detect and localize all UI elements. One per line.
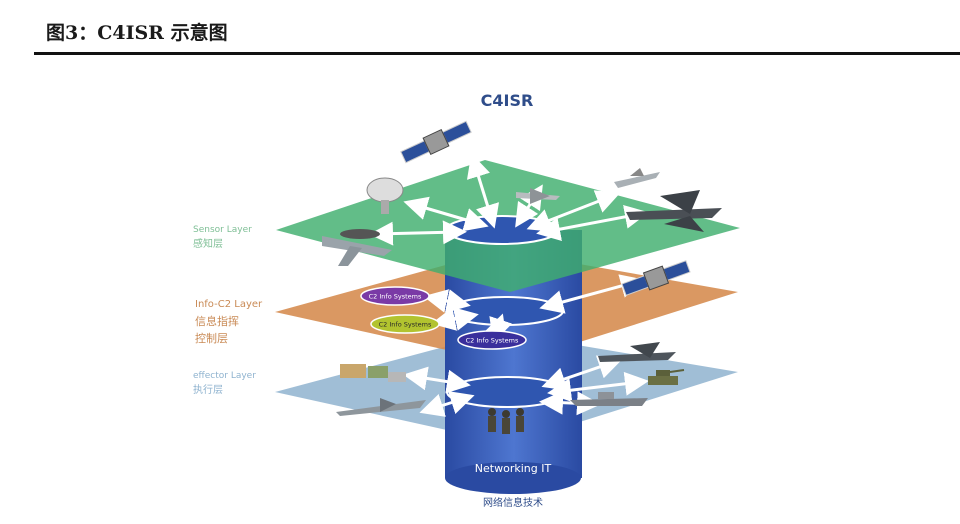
effector-arrows xyxy=(403,355,649,417)
c2-info-system-3: C2 Info Systems xyxy=(457,330,527,350)
sensor-layer-label-en: Sensor Layer xyxy=(193,225,252,235)
small-jet-icon xyxy=(614,168,660,188)
satellite-c2-icon xyxy=(621,260,691,296)
fighter-effector-icon xyxy=(598,342,676,362)
effector-layer-label-zh: 执行层 xyxy=(193,383,223,396)
uav-effector-icon xyxy=(336,398,426,416)
c2-info-system-1: C2 Info Systems xyxy=(360,286,430,306)
effector-layer-label-en: effector Layer xyxy=(193,371,256,381)
diagram-title: C4ISR xyxy=(481,91,534,110)
drone-icon xyxy=(516,188,560,204)
soldiers-icon xyxy=(488,408,524,434)
radar-dish-icon xyxy=(366,177,404,214)
sensor-arrows xyxy=(369,153,649,246)
tank-icon xyxy=(648,369,685,385)
awacs-aircraft-icon xyxy=(322,229,392,266)
satellite-icon xyxy=(400,120,472,164)
fighter-jet-icon xyxy=(626,190,722,232)
c2-layer-label-en: Info-C2 Layer xyxy=(195,299,263,310)
c2-layer-label-zh2: 控制层 xyxy=(195,331,228,345)
c2-hub xyxy=(446,296,564,326)
networking-it-caption: 网络信息技术 xyxy=(483,496,543,509)
vehicles-icon xyxy=(340,364,406,382)
networking-it-label: Networking IT xyxy=(475,462,552,475)
svg-text:C2 Info Systems: C2 Info Systems xyxy=(369,293,422,301)
title-divider xyxy=(34,52,960,55)
svg-text:C2 Info Systems: C2 Info Systems xyxy=(466,337,519,345)
ship-icon xyxy=(570,392,648,406)
svg-text:C2 Info Systems: C2 Info Systems xyxy=(379,321,432,329)
c2-info-system-2: C2 Info Systems xyxy=(370,314,440,334)
figure-title: 图3：C4ISR 示意图 xyxy=(46,22,228,44)
sensor-layer-label-zh: 感知层 xyxy=(193,237,223,250)
c2-layer-label-zh1: 信息指挥 xyxy=(195,314,239,328)
networking-pillar-base xyxy=(445,462,581,494)
